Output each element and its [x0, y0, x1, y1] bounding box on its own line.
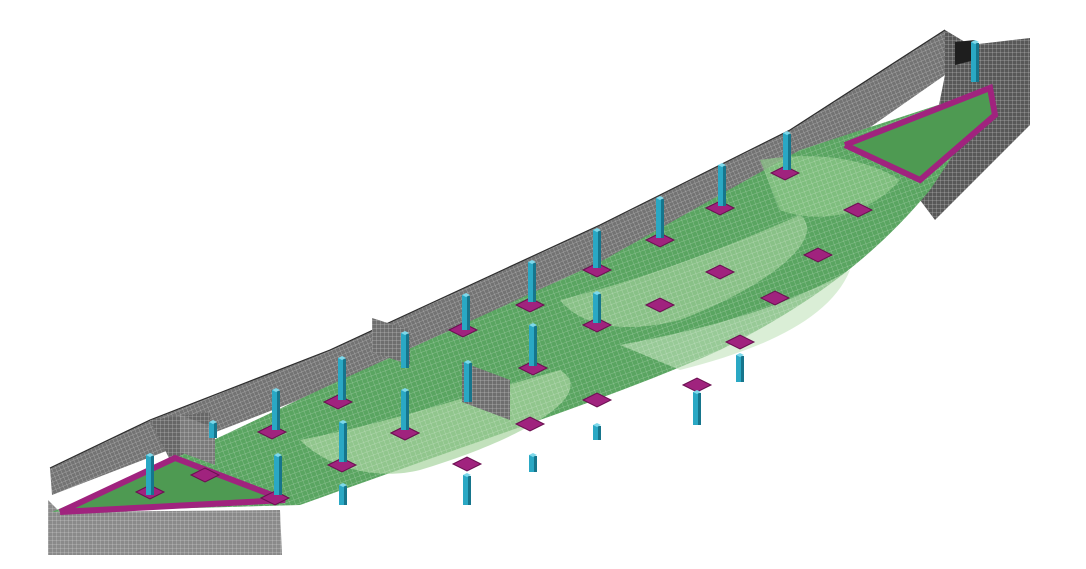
- column-below-slab: [593, 423, 601, 440]
- interior-wall-panel: [180, 318, 510, 465]
- footing-pad: [581, 392, 613, 408]
- column-above-slab: [401, 388, 409, 430]
- column-above-slab: [338, 356, 346, 400]
- footing-pad: [389, 425, 421, 441]
- footing-pad: [581, 317, 613, 333]
- column-above-slab: [272, 388, 280, 430]
- footing-pad: [724, 334, 756, 350]
- column-above-slab: [146, 453, 154, 495]
- column-above-slab: [274, 453, 282, 495]
- column-above-slab: [971, 40, 979, 82]
- left-corner-pit: [58, 454, 287, 515]
- footing-pad: [644, 297, 676, 313]
- column-above-slab: [209, 420, 217, 438]
- footing-pad: [704, 264, 736, 280]
- column-above-slab: [783, 131, 791, 170]
- column-below-slab: [463, 473, 471, 505]
- footing-pad: [644, 232, 676, 248]
- column-below-slab: [339, 483, 347, 505]
- column-above-slab: [593, 228, 601, 268]
- footing-pad: [581, 262, 613, 278]
- column-below-slab: [693, 390, 701, 425]
- footing-pad: [514, 416, 546, 432]
- footing-pad: [769, 165, 801, 181]
- footing-pad: [681, 377, 713, 393]
- footing-pad: [842, 202, 874, 218]
- footing-pad: [514, 297, 546, 313]
- column-above-slab: [401, 331, 409, 368]
- footing-pad: [704, 200, 736, 216]
- footing-pad: [517, 360, 549, 376]
- footing-pad: [189, 467, 221, 483]
- column-below-slab: [736, 353, 744, 382]
- right-corner-pit: [843, 83, 999, 184]
- column-above-slab: [528, 260, 536, 302]
- footing-pad: [759, 290, 791, 306]
- column-above-slab: [656, 196, 664, 238]
- footing-pad: [451, 456, 483, 472]
- column-below-slab: [529, 453, 537, 472]
- column-above-slab: [464, 360, 472, 402]
- column-above-slab: [462, 293, 470, 330]
- column-above-slab: [529, 323, 537, 366]
- footing-pad: [802, 247, 834, 263]
- footing-pad: [326, 457, 358, 473]
- footing-pads: [134, 165, 874, 506]
- column-above-slab: [339, 420, 347, 462]
- columns: [146, 40, 979, 505]
- column-above-slab: [718, 163, 726, 206]
- column-above-slab: [593, 291, 601, 323]
- back-retaining-wall: [49, 29, 946, 495]
